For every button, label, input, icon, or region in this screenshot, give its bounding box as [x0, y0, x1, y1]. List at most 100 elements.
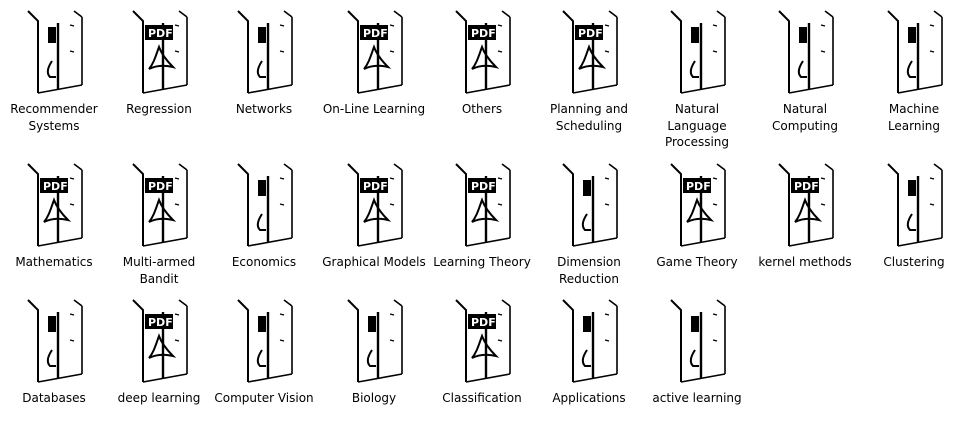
document-sheet	[897, 163, 943, 247]
pdf-badge-text: PDF	[794, 180, 819, 193]
document-sheet	[247, 10, 293, 94]
page-marks	[69, 24, 75, 53]
page-marks	[174, 24, 180, 53]
pdf-badge	[791, 178, 819, 193]
pdf-folder-icon: PDF	[132, 299, 188, 383]
folder-item[interactable]: Applications	[537, 294, 641, 407]
document-sheet	[572, 10, 618, 94]
folder-icon	[670, 299, 726, 383]
pdf-folder-icon: PDF	[132, 10, 188, 94]
folder-icon	[887, 163, 943, 247]
folder-name: Classification	[442, 391, 522, 405]
document-sheet	[37, 163, 83, 247]
page-marks	[497, 24, 503, 53]
folder-item[interactable]: Biology	[322, 294, 426, 407]
folder-item[interactable]: Computer Vision	[212, 294, 316, 407]
folder-back-edge	[27, 163, 39, 246]
folder-clasp	[581, 349, 591, 367]
folder-icon	[27, 299, 83, 383]
acrobat-swirl-icon	[471, 44, 500, 70]
folder-name: Natural Computing	[772, 102, 838, 133]
document-sheet	[37, 299, 83, 383]
folder-item[interactable]: Networks	[212, 5, 316, 118]
folder-tab	[258, 180, 266, 196]
folder-icon	[562, 299, 618, 383]
document-sheet	[788, 163, 834, 247]
folder-clasp	[366, 349, 376, 367]
folder-item[interactable]: Economics	[212, 158, 316, 271]
page-marks	[929, 24, 935, 53]
folder-icon	[237, 299, 293, 383]
acrobat-swirl-icon	[363, 44, 392, 70]
pdf-folder-icon: PDF	[455, 10, 511, 94]
pdf-folder-icon: PDF	[132, 163, 188, 247]
page-marks	[69, 313, 75, 342]
folder-name: Clustering	[883, 255, 945, 269]
pdf-badge-text: PDF	[363, 180, 388, 193]
page-marks	[279, 313, 285, 342]
folder-item[interactable]: PDF Regression	[107, 5, 211, 118]
folder-back-edge	[347, 10, 359, 93]
folder-item[interactable]: Natural Computing	[753, 5, 857, 134]
document-sheet	[357, 163, 403, 247]
pdf-badge	[575, 25, 603, 40]
folder-item[interactable]: Recommender Systems	[2, 5, 106, 134]
folder-name: Mathematics	[15, 255, 93, 269]
folder-back-edge	[778, 163, 790, 246]
folder-back-edge	[562, 299, 574, 382]
pdf-badge-text: PDF	[686, 180, 711, 193]
pdf-badge-text: PDF	[578, 27, 603, 40]
pdf-folder-icon: PDF	[347, 163, 403, 247]
document-sheet	[142, 163, 188, 247]
pdf-badge-text: PDF	[148, 180, 173, 193]
page-marks	[497, 313, 503, 342]
pdf-folder-icon: PDF	[670, 163, 726, 247]
folder-icon	[347, 299, 403, 383]
page-marks	[712, 177, 718, 206]
folder-icon	[778, 10, 834, 94]
folder-item[interactable]: PDF Classification	[430, 294, 534, 407]
pdf-folder-icon: PDF	[455, 163, 511, 247]
folder-back-edge	[778, 10, 790, 93]
folder-tab	[908, 27, 916, 43]
document-sheet	[465, 163, 511, 247]
pdf-badge-text: PDF	[471, 316, 496, 329]
folder-item[interactable]: Dimension Reduction	[537, 158, 641, 287]
folder-item[interactable]: PDF Game Theory	[645, 158, 749, 271]
folder-item[interactable]: active learning	[645, 294, 749, 407]
document-sheet	[357, 10, 403, 94]
folder-tab	[908, 180, 916, 196]
folder-item[interactable]: Natural Language Processing	[645, 5, 749, 151]
page-marks	[820, 177, 826, 206]
pdf-badge-text: PDF	[43, 180, 68, 193]
folder-name: Game Theory	[656, 255, 738, 269]
acrobat-swirl-icon	[578, 44, 607, 70]
folder-name: Regression	[126, 102, 192, 116]
folder-back-edge	[670, 163, 682, 246]
pdf-badge	[360, 178, 388, 193]
page-marks	[712, 313, 718, 342]
folder-clasp	[46, 60, 56, 78]
page-marks	[820, 24, 826, 53]
folder-back-edge	[670, 299, 682, 382]
acrobat-swirl-icon	[148, 333, 177, 359]
folder-item[interactable]: Machine Learning	[862, 5, 963, 134]
folder-item[interactable]: Clustering	[862, 158, 963, 271]
document-sheet	[788, 10, 834, 94]
pdf-badge	[145, 314, 173, 329]
document-sheet	[142, 299, 188, 383]
page-marks	[497, 177, 503, 206]
folder-item[interactable]: PDF Mathematics	[2, 158, 106, 271]
folder-name: On-Line Learning	[322, 102, 426, 116]
pdf-folder-icon: PDF	[27, 163, 83, 247]
folder-item[interactable]: Databases	[2, 294, 106, 407]
page-marks	[604, 24, 610, 53]
